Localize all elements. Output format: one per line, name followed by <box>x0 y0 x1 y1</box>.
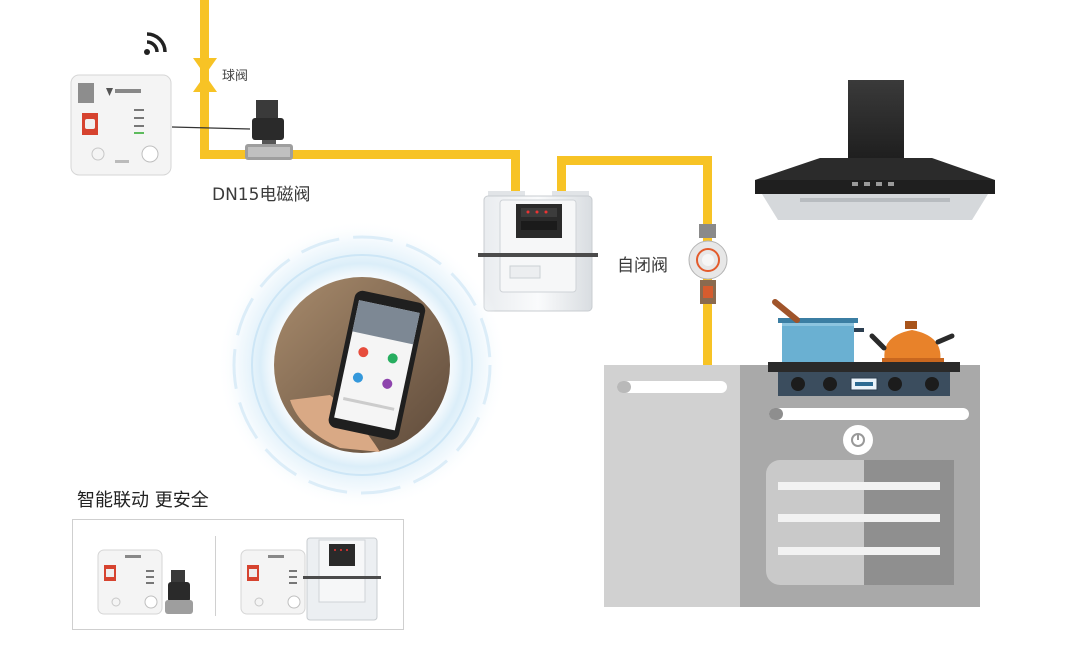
self-closing-valve-label: 自闭阀 <box>617 256 668 276</box>
ball-valve-label: 球阀 <box>222 69 249 84</box>
product-combo-box <box>72 519 404 630</box>
combo-detector-icon <box>97 549 163 615</box>
pot-icon <box>772 299 864 362</box>
product-combo-illustration <box>97 537 381 621</box>
gas-meter-icon <box>478 191 598 312</box>
kitchen-cabinet <box>604 365 980 607</box>
solenoid-valve-icon <box>245 100 293 160</box>
combo-valve-icon <box>165 570 193 614</box>
combo-meter-icon <box>303 537 381 621</box>
self-closing-valve-icon <box>688 224 728 304</box>
stove-icon <box>768 362 960 396</box>
solenoid-valve-label: DN15电磁阀 <box>212 185 311 205</box>
range-hood-icon <box>755 80 995 220</box>
combo-detector-icon-2 <box>240 549 306 615</box>
combo-divider <box>215 536 216 616</box>
tagline: 智能联动 更安全 <box>77 490 209 511</box>
gas-detector-device <box>70 74 172 176</box>
detector-cable <box>171 126 251 130</box>
wifi-signal-icon <box>144 32 167 55</box>
kettle-icon <box>869 321 955 362</box>
ball-valve-icon <box>193 58 217 92</box>
smartphone-app-illustration <box>217 220 507 510</box>
